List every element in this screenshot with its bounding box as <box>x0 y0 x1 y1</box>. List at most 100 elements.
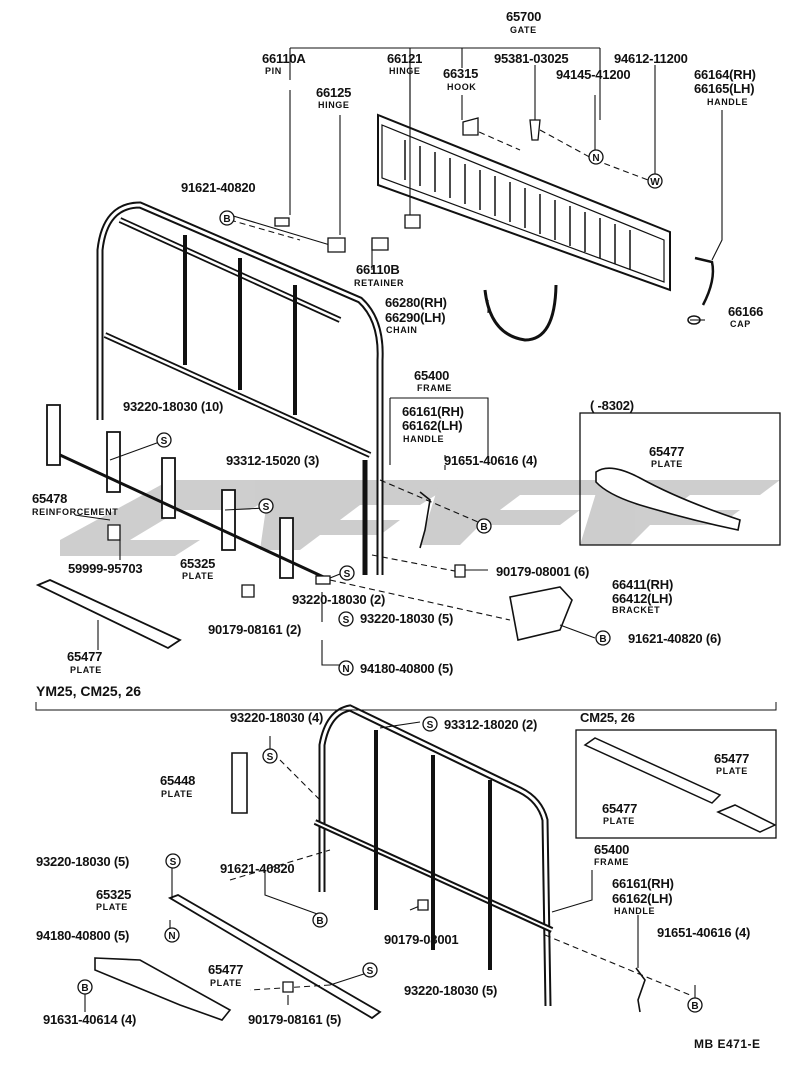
handle-66162-lh-bottom: 66162(LH) <box>612 891 673 906</box>
bracket-66412-lh: 66412(LH) <box>612 591 673 606</box>
pin-part-number: 66110A <box>262 51 306 66</box>
leader-lines <box>35 47 777 1012</box>
part-59999: 59999-95703 <box>68 561 143 576</box>
screw-symbol-s: S <box>367 966 374 977</box>
part-93220-4: 93220-18030 (4) <box>230 710 324 725</box>
part-91631: 91631-40614 (4) <box>43 1012 137 1027</box>
box2-title: CM25, 26 <box>580 710 635 725</box>
tailgate <box>377 113 671 292</box>
section-heading: YM25, CM25, 26 <box>36 683 142 699</box>
plate-65477-top-name: PLATE <box>70 665 102 675</box>
part-93220-5a: 93220-18030 (5) <box>360 611 454 626</box>
nut-symbol-n: N <box>342 664 349 675</box>
bolt-symbol-b: B <box>691 1001 698 1012</box>
gate-part-number: 65700 <box>506 9 542 24</box>
chain-66280-rh: 66280(RH) <box>385 295 447 310</box>
plate-65477-top <box>35 579 182 650</box>
retainer-part-number: 66110B <box>356 262 400 277</box>
box-variant-top <box>579 412 781 546</box>
cap-part-number: 66166 <box>728 304 764 319</box>
symbol-markers <box>77 149 703 1013</box>
part-91621-b: 91621-40820 <box>220 861 295 876</box>
gate-part-name: GATE <box>510 25 537 35</box>
box-plate-name: PLATE <box>651 459 683 469</box>
handle-part-name: HANDLE <box>707 97 749 107</box>
screw-symbol-s: S <box>161 436 168 447</box>
frame-65400-top-name: FRAME <box>417 383 452 393</box>
plate-65325-bottom-number: 65325 <box>96 887 132 902</box>
part-90179-2: 90179-08161 (2) <box>208 622 302 637</box>
part-94180-5b: 94180-40800 (5) <box>36 928 130 943</box>
handle-66165-lh: 66165(LH) <box>694 81 755 96</box>
part-93220-5c: 93220-18030 (5) <box>404 983 498 998</box>
hook-part-name: HOOK <box>447 82 477 92</box>
plate-65448-name: PLATE <box>161 789 193 799</box>
frame-65400-bottom-number: 65400 <box>594 842 630 857</box>
part-90179-6: 90179-08001 (6) <box>496 564 590 579</box>
frame-65400-bottom-name: FRAME <box>594 857 629 867</box>
plate-65325-top-name: PLATE <box>182 571 214 581</box>
plate-65325-top-number: 65325 <box>180 556 216 571</box>
box-plate-number: 65477 <box>649 444 685 459</box>
part-93312-2: 93312-18020 (2) <box>444 717 538 732</box>
handle-top-name: HANDLE <box>403 434 445 444</box>
chain-part-name: CHAIN <box>386 325 418 335</box>
small-hardware <box>107 117 541 993</box>
plate-65325-bottom <box>167 894 382 1020</box>
handle-66164-rh: 66164(RH) <box>694 67 756 82</box>
frame-65400-top-number: 65400 <box>414 368 450 383</box>
part-94145: 94145-41200 <box>556 67 631 82</box>
box2-plate-right-name: PLATE <box>716 766 748 776</box>
bracket-66411-rh: 66411(RH) <box>612 577 674 592</box>
cap-part-name: CAP <box>730 319 751 329</box>
part-94612: 94612-11200 <box>614 51 688 66</box>
part-91651-b: 91651-40616 (4) <box>657 925 751 940</box>
hinge-66121-name: HINGE <box>389 66 421 76</box>
part-93220-2: 93220-18030 (2) <box>292 592 386 607</box>
hinge-66121-number: 66121 <box>387 51 423 66</box>
handle-66162-lh-top: 66162(LH) <box>402 418 463 433</box>
hook-part-number: 66315 <box>443 66 479 81</box>
box2-plate-right-number: 65477 <box>714 751 750 766</box>
bolt-symbol-b: B <box>599 634 606 645</box>
hinge-66125-number: 66125 <box>316 85 352 100</box>
handle-66161-rh-bottom: 66161(RH) <box>612 876 674 891</box>
washer-symbol-w: W <box>650 177 660 188</box>
part-93312-3: 93312-15020 (3) <box>226 453 320 468</box>
box-range-label: ( -8302) <box>590 398 634 413</box>
part-90179-b: 90179-08001 <box>384 932 459 947</box>
rack-frame-bottom <box>313 704 554 1007</box>
screw-symbol-s: S <box>344 569 351 580</box>
part-90179-5: 90179-08161 (5) <box>248 1012 342 1027</box>
part-93220-5b: 93220-18030 (5) <box>36 854 130 869</box>
plate-65448-number: 65448 <box>160 773 196 788</box>
handle-66161-rh-top: 66161(RH) <box>402 404 464 419</box>
plate-65477-bottom-number: 65477 <box>208 962 244 977</box>
screw-symbol-s: S <box>427 720 434 731</box>
bolt-symbol-b: B <box>316 916 323 927</box>
screw-symbol-s: S <box>263 502 270 513</box>
part-91621-a: 91621-40820 <box>181 180 256 195</box>
chain-66290-lh: 66290(LH) <box>385 310 446 325</box>
part-95381: 95381-03025 <box>494 51 569 66</box>
pin-part-name: PIN <box>265 66 282 76</box>
reinforcement-part-number: 65478 <box>32 491 68 506</box>
box2-plate-left-number: 65477 <box>602 801 638 816</box>
hinge-66125-name: HINGE <box>318 100 350 110</box>
bracket-part-name: BRACKET <box>612 605 661 615</box>
figure-code: MB E471-E <box>694 1037 761 1051</box>
chain-66280 <box>483 284 558 342</box>
dashed-leaders <box>229 127 691 996</box>
symbol-letters: B N W S S B S S N B S S S N B S B B <box>81 153 698 1012</box>
plate-65477-box <box>595 467 741 531</box>
handle-bottom-name: HANDLE <box>614 906 656 916</box>
bolt-symbol-b: B <box>223 214 230 225</box>
rack-frame-top <box>96 201 384 575</box>
bracket-66411 <box>509 586 573 641</box>
screw-symbol-s: S <box>170 857 177 868</box>
plate-65448 <box>231 752 248 814</box>
handle-66161-top <box>419 491 431 549</box>
screw-symbol-s: S <box>343 615 350 626</box>
plate-65477-bottom <box>94 957 232 1021</box>
